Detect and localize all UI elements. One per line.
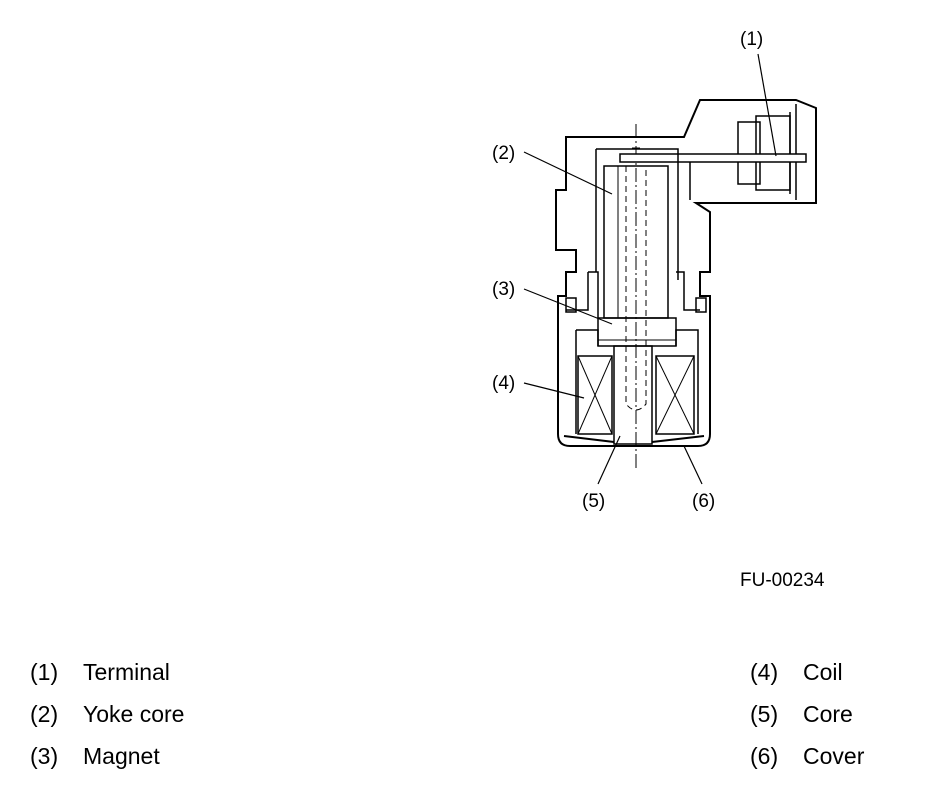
leader-line-4 xyxy=(523,382,585,399)
callout-3: (3) xyxy=(492,279,515,300)
bobbin-wall-left xyxy=(575,329,599,434)
legend-label: Coil xyxy=(803,659,843,685)
coil-right-cross xyxy=(655,355,695,435)
legend-left-column: (1) Terminal (2) Yoke core (3) Magnet xyxy=(30,661,330,771)
bobbin-right xyxy=(676,271,700,311)
legend-number: (2) xyxy=(30,701,59,727)
magnet xyxy=(597,317,677,347)
leader-line-5 xyxy=(597,435,621,485)
leader-line-1 xyxy=(757,53,777,157)
legend-right-column: (4) Coil (5) Core (6) Cover xyxy=(750,661,920,771)
cover xyxy=(563,435,705,443)
coil-left-cross xyxy=(577,355,613,435)
legend-number: (1) xyxy=(30,659,59,685)
legend-number: (5) xyxy=(750,701,779,727)
figure-id: FU-00234 xyxy=(740,570,825,591)
connector-body-inner xyxy=(755,115,791,191)
terminal-blade xyxy=(619,153,807,163)
leader-line-6 xyxy=(683,445,703,485)
connector-body xyxy=(737,121,761,185)
legend-label: Terminal xyxy=(83,659,170,685)
legend-label: Yoke core xyxy=(83,701,185,727)
leader-line-2 xyxy=(523,151,613,195)
core xyxy=(613,345,653,445)
callout-5: (5) xyxy=(582,491,605,512)
legend-number: (6) xyxy=(750,743,779,769)
leader-line-3 xyxy=(523,288,613,325)
legend-label: Core xyxy=(803,701,853,727)
bobbin-wall-right xyxy=(675,329,699,434)
legend-number: (4) xyxy=(750,659,779,685)
legend-number: (3) xyxy=(30,743,59,769)
housing-outline xyxy=(555,99,817,447)
housing-notch-left xyxy=(565,297,577,313)
callout-2: (2) xyxy=(492,143,515,164)
coil-right xyxy=(655,355,695,435)
housing-notch-right xyxy=(695,297,707,313)
callout-1: (1) xyxy=(740,29,763,50)
bobbin-left xyxy=(566,271,599,318)
core-guide xyxy=(625,166,647,411)
inner-frame xyxy=(595,148,679,280)
legend-label: Magnet xyxy=(83,743,160,769)
callout-4: (4) xyxy=(492,373,515,394)
legend-label: Cover xyxy=(803,743,865,769)
callout-6: (6) xyxy=(692,491,715,512)
coil-left xyxy=(577,355,613,435)
